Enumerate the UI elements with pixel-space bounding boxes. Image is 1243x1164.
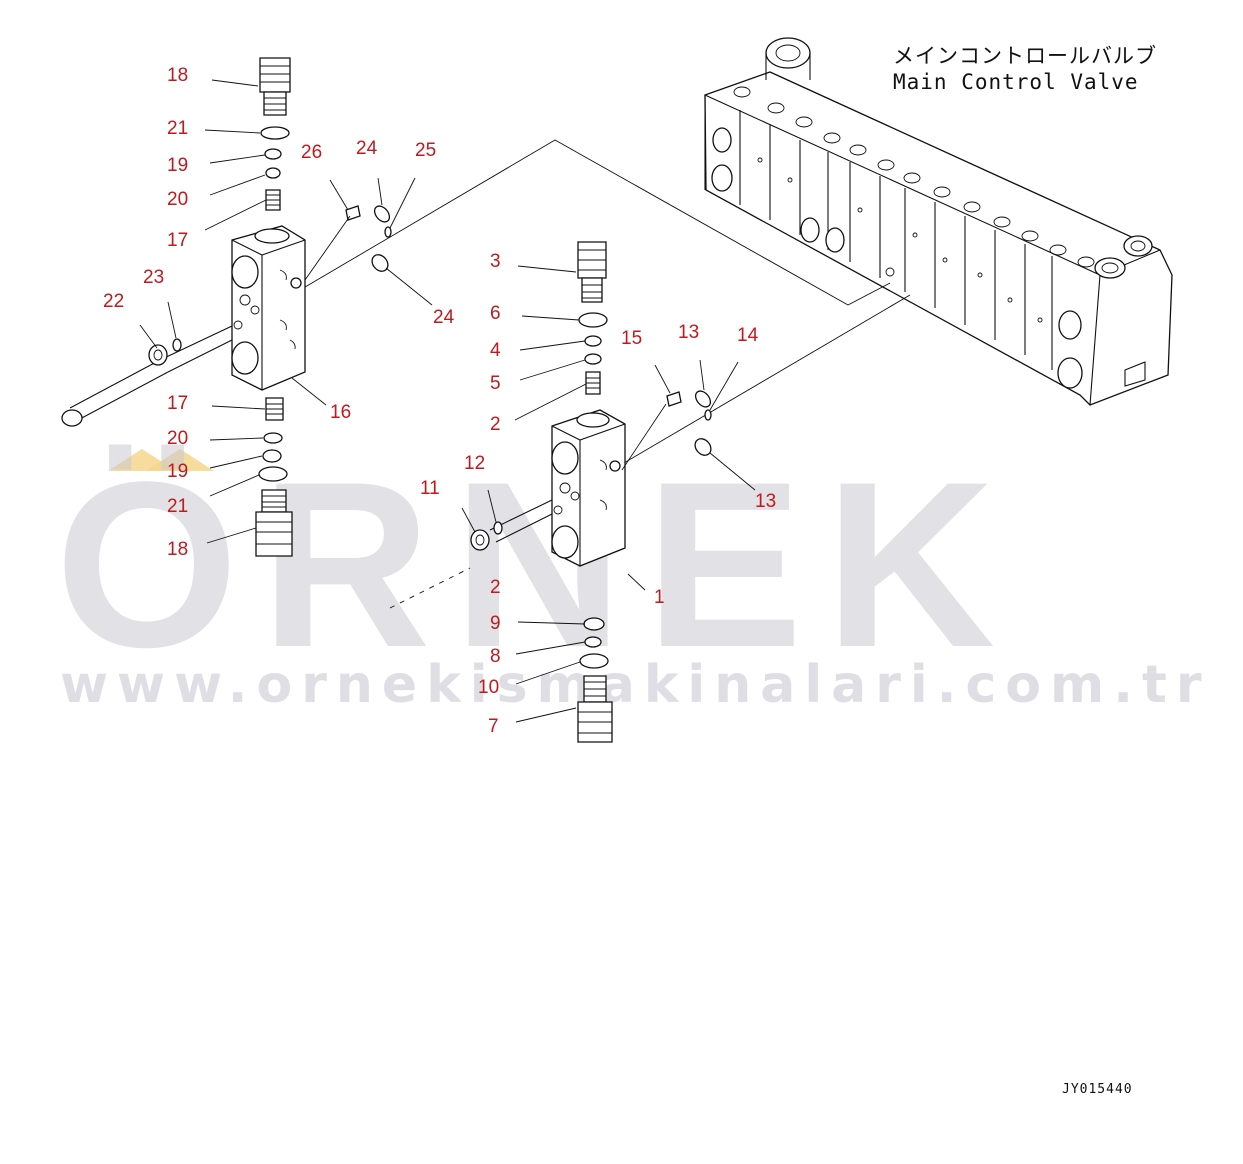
callout-7: 7 [488,716,499,737]
assembly-reference-lines [299,139,911,471]
callout-15: 15 [621,328,643,349]
title-japanese: メインコントロールバルブ [893,44,1157,68]
callout-21-top: 21 [167,118,189,139]
drawing-code: JY015440 [1062,1082,1133,1097]
callout-12: 12 [464,453,486,474]
callout-4: 4 [490,340,501,361]
callout-22: 22 [103,291,125,312]
watermark-brand: ÖRNEK [55,433,1018,697]
callout-26: 26 [301,142,323,163]
main-control-valve-illustration [704,37,1173,406]
callout-9: 9 [490,613,501,634]
leader-lines [139,79,756,723]
callout-2-top: 2 [490,414,501,435]
callout-2-bottom: 2 [490,577,501,598]
callout-16: 16 [330,402,352,423]
callout-5: 5 [490,373,501,394]
callout-14: 14 [737,325,759,346]
callout-17-bottom: 17 [167,393,189,414]
callout-19-bottom: 19 [167,461,189,482]
left-valve-block-assembly [61,57,392,557]
callout-25: 25 [415,140,437,161]
watermark-url: www.ornekismakinalari.com.tr [60,655,1211,715]
callout-20-top: 20 [167,189,189,210]
watermark-umlaut-right [146,449,214,471]
title-english: Main Control Valve [893,70,1139,94]
callout-23: 23 [143,267,165,288]
callout-24-lower: 24 [433,307,455,328]
callout-17-top: 17 [167,230,189,251]
callout-1: 1 [654,587,665,608]
callout-19-top: 19 [167,155,189,176]
callout-20-bottom: 20 [167,428,189,449]
callout-3: 3 [490,251,501,272]
callout-13-upper: 13 [678,322,700,343]
callout-11: 11 [420,478,440,499]
callout-24-upper: 24 [356,138,378,159]
callout-8: 8 [490,646,501,667]
callout-18-top: 18 [167,65,189,86]
right-valve-block-assembly [389,241,712,743]
callout-18-bottom: 18 [167,539,189,560]
callout-6: 6 [490,303,501,324]
callout-21-bottom: 21 [167,496,189,517]
callout-10: 10 [478,677,500,698]
callout-13-lower: 13 [755,491,777,512]
